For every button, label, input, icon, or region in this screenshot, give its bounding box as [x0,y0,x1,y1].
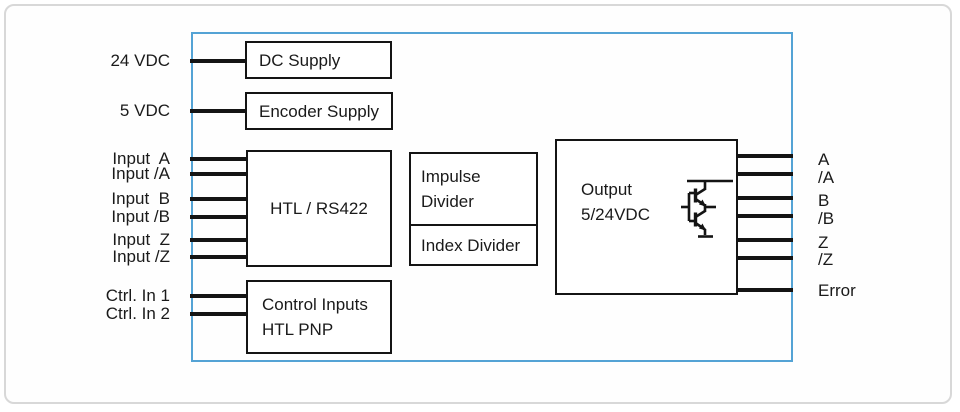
wire-input-nz [190,255,247,259]
port-label-ctrl-in-1: Ctrl. In 1 [105,286,170,305]
block-htl-rs422: HTL / RS422 [246,150,392,267]
block-control-inputs-line1: Control Inputs [262,295,368,314]
port-label-ctrl-in-2: Ctrl. In 2 [105,304,170,323]
wire-out-nb [736,214,793,218]
wire-out-nz [736,256,793,260]
block-output-stage-line2: 5/24VDC [581,205,650,224]
block-impulse-divider: Impulse Divider [409,152,538,226]
port-label-out-z: Z [818,233,829,252]
wire-out-a [736,154,793,158]
block-encoder-supply-label: Encoder Supply [259,101,380,121]
block-index-divider-label: Index Divider [421,235,521,255]
block-impulse-divider-line2: Divider [421,192,474,211]
wire-ctrl-in-2 [190,312,247,316]
block-output-stage-line1: Output [581,180,633,199]
port-label-input-na: Input /A [111,164,170,183]
block-control-inputs-line2: HTL PNP [262,320,334,339]
port-label-input-b: Input B [111,189,170,208]
block-dc-supply-label: DC Supply [259,50,341,70]
wire-out-error [736,288,793,292]
wire-24vdc [190,59,246,63]
wire-out-z [736,238,793,242]
port-label-5vdc: 5 VDC [119,101,170,120]
wire-input-b [190,197,247,201]
block-output-stage-text: Output 5/24VDC [581,177,650,227]
wire-input-nb [190,215,247,219]
wire-out-na [736,172,793,176]
block-impulse-divider-line1: Impulse [421,167,481,186]
block-control-inputs: Control Inputs HTL PNP [246,280,392,354]
port-label-input-a: Input A [112,149,170,168]
wire-ctrl-in-1 [190,294,247,298]
port-label-out-b: B [818,191,830,210]
wire-out-b [736,196,793,200]
port-label-24vdc: 24 VDC [110,51,170,70]
block-htl-rs422-label: HTL / RS422 [270,199,368,218]
port-label-input-nb: Input /B [111,207,170,226]
block-encoder-supply: Encoder Supply [245,92,393,130]
port-label-out-a: A [818,150,830,169]
port-label-out-na: /A [818,168,835,187]
push-pull-transistor-icon [681,179,733,238]
port-label-input-nz: Input /Z [112,247,170,266]
wire-5vdc [190,109,246,113]
port-label-input-z: Input Z [112,230,170,249]
port-label-out-nz: /Z [818,250,834,269]
wire-input-na [190,172,247,176]
wire-input-a [190,157,247,161]
port-label-out-error: Error [818,281,856,300]
block-dc-supply: DC Supply [245,41,392,79]
wire-input-z [190,238,247,242]
block-index-divider: Index Divider [409,224,538,266]
port-label-out-nb: /B [818,209,835,228]
block-output-stage: Output 5/24VDC [555,139,738,295]
